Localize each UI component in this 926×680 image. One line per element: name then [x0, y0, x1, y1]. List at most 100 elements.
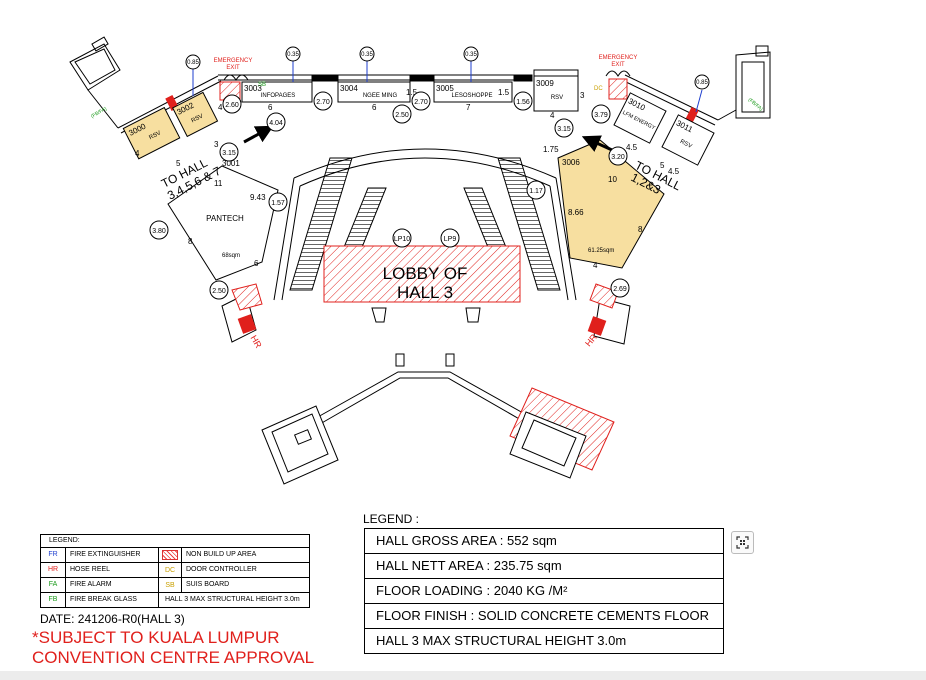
dc-label-east: DC — [594, 86, 603, 92]
booth-3001[interactable]: 3001 PANTECH 68sqm — [167, 159, 279, 281]
legend-wide-note: HALL 3 MAX STRUCTURAL HEIGHT 3.0m — [165, 596, 300, 603]
legend-desc2: SUIS BOARD — [186, 581, 230, 588]
north-east-wall — [621, 74, 719, 126]
booth-3006[interactable]: 3006 61.25sqm — [557, 139, 665, 269]
hatch-swatch-icon — [162, 550, 178, 560]
dim-3009-b: 3 — [580, 91, 585, 100]
dim-3003-a: 4 — [218, 103, 223, 112]
booth-3011-label: RSV — [679, 139, 693, 150]
booth-3006-area: 61.25sqm — [588, 248, 614, 254]
marker-0-85-east: 0.85 — [696, 80, 708, 86]
legend-code: FA — [41, 578, 66, 592]
legend-code2: SB — [159, 578, 182, 592]
booth-3010[interactable]: 3010 LFM ENERGY — [613, 92, 667, 144]
qr-scan-button[interactable] — [731, 531, 754, 554]
viewer-bottom-bar — [0, 671, 926, 680]
dim-3006-e: 4 — [593, 261, 598, 270]
legend-row: HR HOSE REEL DC DOOR CONTROLLER — [41, 563, 309, 578]
legend-code2: DC — [159, 563, 182, 577]
arrow-to-hall-east — [581, 135, 613, 152]
booth-3005-label: LESOSHOPPE — [451, 93, 492, 99]
emergency-door-east-icon — [605, 70, 631, 77]
legend-code: HR — [41, 563, 66, 577]
dim-3005-a: 7 — [466, 103, 471, 112]
marker-2-69: 2.69 — [613, 286, 627, 293]
booth-3004-label: NGEE MING — [363, 93, 398, 99]
dim-3010-c: 5 — [660, 161, 665, 170]
lobby-hall-3: LOBBY OF HALL 3 — [323, 245, 521, 303]
emergency-exit-east-line2: EXIT — [611, 62, 625, 68]
legend-desc: FIRE BREAK GLASS — [66, 593, 159, 607]
marker-1-57: 1.57 — [271, 200, 285, 207]
marker-1-56: 1.56 — [516, 99, 530, 106]
lobby-door-east — [465, 307, 481, 323]
symbol-legend-title: LEGEND: — [41, 535, 309, 548]
clearance-lines — [192, 60, 703, 113]
booth-3006-number: 3006 — [562, 158, 580, 167]
floor-plan: 3003 INFOPAGES 3004 NGEE MING 3005 LESOS… — [69, 36, 771, 485]
legend-desc2: NON BUILD UP AREA — [186, 551, 257, 558]
dim-3006-d: 8 — [638, 225, 643, 234]
booth-3009-number: 3009 — [536, 79, 554, 88]
qr-scan-icon — [736, 536, 749, 549]
dim-3009-a: 4 — [550, 111, 555, 120]
booth-3001-number: 3001 — [222, 159, 240, 168]
legend-code: FB — [41, 593, 66, 607]
dim-3001-d: 6 — [254, 259, 259, 268]
marker-3-15-east: 3.15 — [557, 126, 571, 133]
dim-3000-c: 3 — [214, 140, 219, 149]
hr-label-west: HR — [249, 334, 264, 351]
marker-3-20: 3.20 — [611, 154, 625, 161]
booth-3002[interactable]: 3002 RSV — [172, 91, 219, 138]
dim-3001-c: 8 — [188, 237, 193, 246]
marker-1-17: 1.17 — [529, 188, 543, 195]
north-wall — [218, 74, 533, 82]
hall-legend-row: HALL 3 MAX STRUCTURAL HEIGHT 3.0m — [376, 633, 627, 648]
lobby-label-line2: HALL 3 — [397, 283, 453, 302]
legend-code: FR — [41, 548, 66, 562]
approval-note: *SUBJECT TO KUALA LUMPUR CONVENTION CENT… — [32, 628, 372, 668]
marker-0-35-a: 0.35 — [287, 52, 299, 58]
marker-3-15-west: 3.15 — [222, 150, 236, 157]
lp10-marker: LP10 — [394, 236, 410, 243]
dimension-labels: 4 5 3 4 6 6 7 1.5 1.5 4 3 4.5 4.5 5 11 9… — [135, 88, 680, 270]
booth-3004[interactable]: 3004 NGEE MING — [337, 81, 411, 103]
legend-desc: FIRE ALARM — [66, 578, 159, 592]
marker-0-35-c: 0.35 — [465, 52, 477, 58]
booth-3000-label: RSV — [148, 130, 162, 141]
dim-3004-a: 6 — [372, 103, 377, 112]
emergency-door-west-icon — [223, 74, 249, 81]
legend-row: FB FIRE BREAK GLASS HALL 3 MAX STRUCTURA… — [41, 593, 309, 607]
approval-line2: CONVENTION CENTRE APPROVAL — [32, 648, 315, 667]
lobby-door-west — [371, 307, 387, 323]
marker-0-85-west: 0.85 — [187, 60, 199, 66]
booth-3005[interactable]: 3005 LESOSHOPPE — [433, 81, 513, 103]
legend-row: FR FIRE EXTINGUISHER NON BUILD UP AREA — [41, 548, 309, 563]
north-west-stair-tower — [69, 36, 121, 129]
dim-3010-b: 4.5 — [668, 167, 680, 176]
hose-reel-west: HR — [221, 283, 264, 351]
emergency-exit-west-line2: EXIT — [226, 65, 240, 71]
dim-3003-b: 6 — [268, 103, 273, 112]
legend-row: FA FIRE ALARM SB SUIS BOARD — [41, 578, 309, 593]
hall-legend-row: FLOOR LOADING : 2040 KG /M² — [365, 579, 723, 604]
booth-3001-area: 68sqm — [222, 253, 240, 259]
dim-3006-a: 1.75 — [543, 145, 559, 154]
booth-3003-label: INFOPAGES — [261, 93, 296, 99]
booth-3009-label: RSV — [551, 95, 563, 101]
marker-4-04: 4.04 — [269, 120, 283, 127]
booth-3000[interactable]: 3000 RSV — [122, 106, 181, 160]
booth-3011[interactable]: 3011 RSV — [661, 114, 715, 166]
lp9-marker: LP9 — [444, 236, 457, 243]
legend-swatch-hatch — [159, 548, 182, 562]
drawing-date: DATE: 241206-R0(HALL 3) — [40, 612, 185, 626]
marker-2-70-b: 2.70 — [414, 99, 428, 106]
booth-3003[interactable]: 3003 INFOPAGES — [241, 81, 313, 103]
lobby-label-line1: LOBBY OF — [383, 264, 468, 283]
legend-desc2: DOOR CONTROLLER — [186, 566, 257, 573]
sb-label-west: SB — [258, 82, 266, 88]
booth-3009[interactable]: 3009 RSV — [533, 69, 579, 112]
symbol-legend: LEGEND: FR FIRE EXTINGUISHER NON BUILD U… — [40, 534, 310, 608]
dim-3001-b: 9.43 — [250, 193, 266, 202]
hall-legend-table: HALL GROSS AREA : 552 sqm HALL NETT AREA… — [364, 528, 724, 654]
